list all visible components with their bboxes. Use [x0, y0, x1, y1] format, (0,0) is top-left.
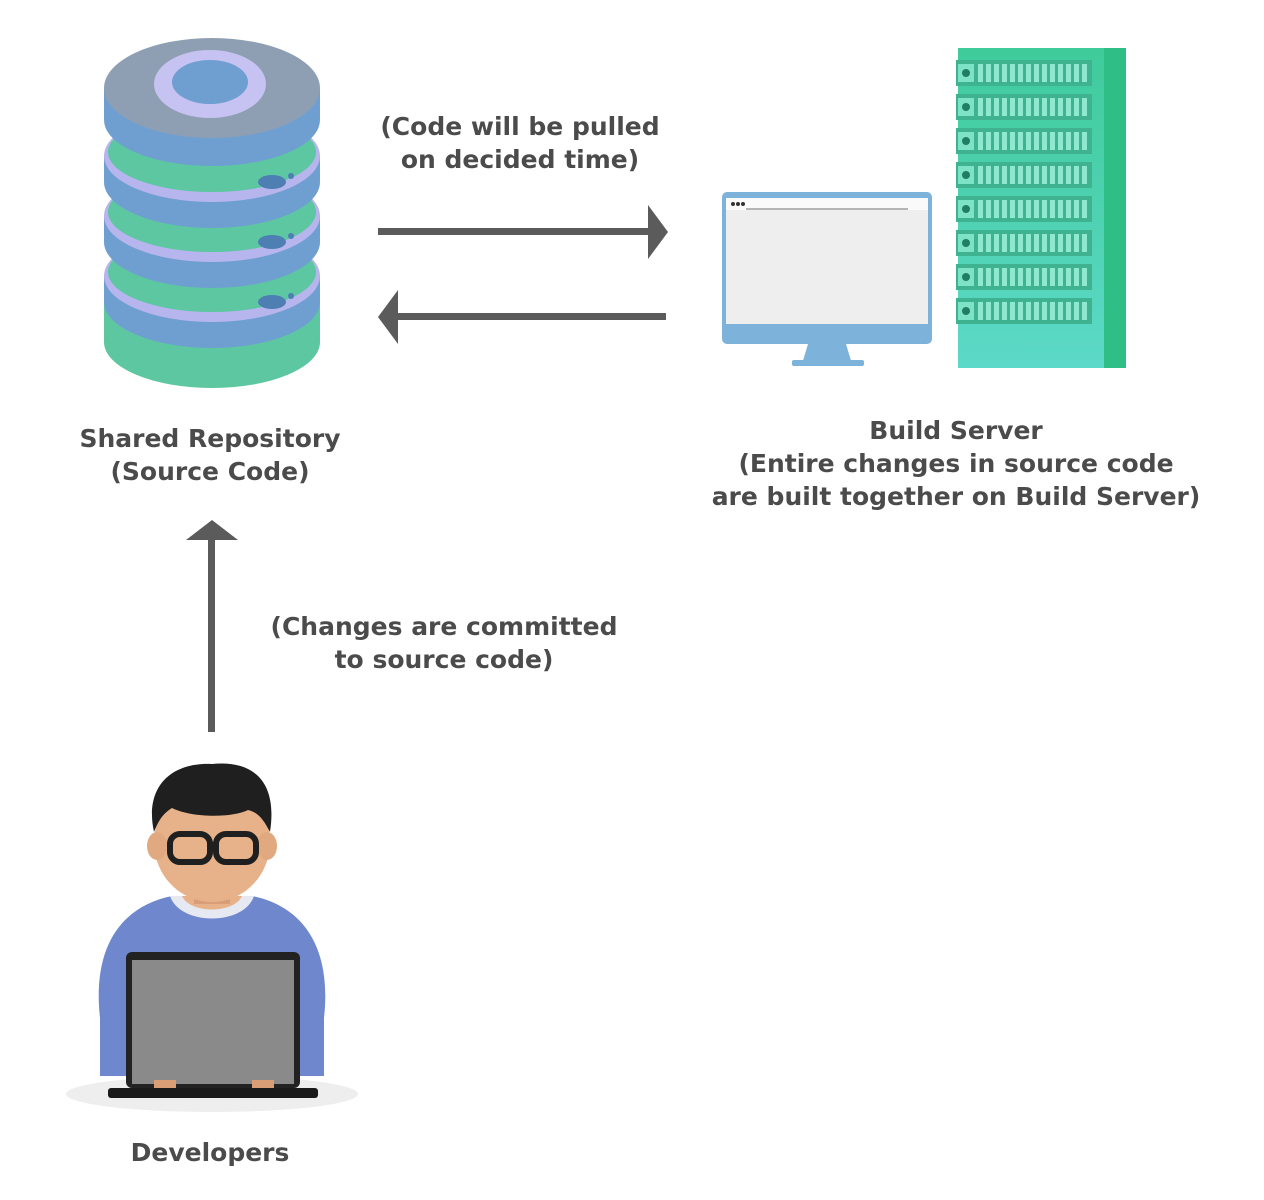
repository-label: Shared Repository (Source Code): [40, 422, 380, 488]
server-unit: [956, 298, 1092, 324]
build-server-label-line-1: Build Server: [869, 416, 1043, 445]
commit-edge-label-line-1: (Changes are committed: [270, 612, 618, 641]
developer-icon: [66, 763, 358, 1112]
database-icon: [104, 38, 320, 388]
developers-label-line-1: Developers: [130, 1138, 290, 1167]
server-unit: [956, 162, 1092, 188]
monitor-icon: [722, 192, 932, 366]
pull-edge-label: (Code will be pulled on decided time): [340, 110, 700, 176]
repository-label-line-2: (Source Code): [110, 457, 310, 486]
repository-label-line-1: Shared Repository: [79, 424, 341, 453]
pull-edge-label-line-2: on decided time): [400, 145, 640, 174]
commit-edge-label-line-2: to source code): [334, 645, 554, 674]
build-server-label-line-2: (Entire changes in source code: [738, 449, 1174, 478]
server-rack-icon: [956, 48, 1126, 368]
developers-label: Developers: [60, 1136, 360, 1169]
server-unit: [956, 196, 1092, 222]
server-unit: [956, 60, 1092, 86]
server-unit: [956, 264, 1092, 290]
server-unit: [956, 94, 1092, 120]
arrow-up-icon: [186, 520, 238, 732]
build-server-label: Build Server (Entire changes in source c…: [680, 414, 1232, 513]
build-server-label-line-3: are built together on Build Server): [711, 482, 1201, 511]
server-unit: [956, 128, 1092, 154]
arrow-right-icon: [378, 205, 668, 259]
arrow-left-icon: [378, 290, 666, 344]
commit-edge-label: (Changes are committed to source code): [258, 610, 630, 676]
pull-edge-label-line-1: (Code will be pulled: [380, 112, 660, 141]
server-unit: [956, 230, 1092, 256]
